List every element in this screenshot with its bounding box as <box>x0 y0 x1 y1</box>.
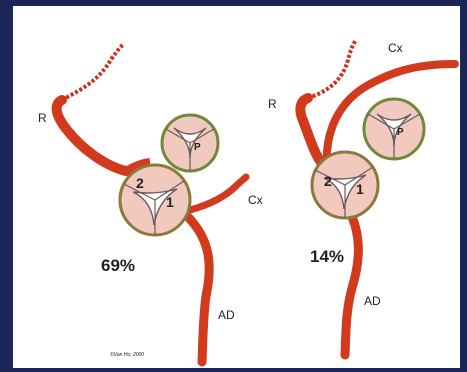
left-cx-artery <box>190 177 246 210</box>
right-cusp-2-label: 2 <box>324 173 332 189</box>
left-pulmonary-valve: P <box>162 115 218 171</box>
right-cusp-1-label: 1 <box>356 181 364 197</box>
right-label-ad: AD <box>364 294 381 308</box>
left-percentage: 69% <box>101 256 135 275</box>
left-label-ad: AD <box>218 308 235 322</box>
right-label-r: R <box>268 97 277 111</box>
left-cusp-p-label: P <box>194 142 201 153</box>
left-ad-artery <box>186 215 209 362</box>
left-r-artery <box>57 100 126 171</box>
left-cusp-1-label: 1 <box>166 194 174 210</box>
left-aortic-valve: 2 1 <box>120 162 190 235</box>
left-configuration: P 2 1 R Cx AD 69% ©Van Ho, 2000 <box>38 44 263 362</box>
left-label-r: R <box>38 111 47 125</box>
right-percentage: 14% <box>310 247 344 266</box>
left-cusp-2-label: 2 <box>136 175 144 191</box>
author-credit: ©Van Ho, 2000 <box>110 351 144 358</box>
left-r-artery-dashed <box>62 44 124 100</box>
right-aortic-valve: 2 1 <box>312 152 378 218</box>
right-configuration: P 2 1 R Cx AD 14% <box>268 40 455 355</box>
right-label-cx: Cx <box>388 41 403 55</box>
right-pulmonary-valve: P <box>364 99 424 159</box>
right-ad-artery <box>345 210 358 355</box>
right-r-artery-dashed <box>308 40 356 98</box>
right-cusp-p-label: P <box>397 127 404 138</box>
left-label-cx: Cx <box>248 193 263 207</box>
